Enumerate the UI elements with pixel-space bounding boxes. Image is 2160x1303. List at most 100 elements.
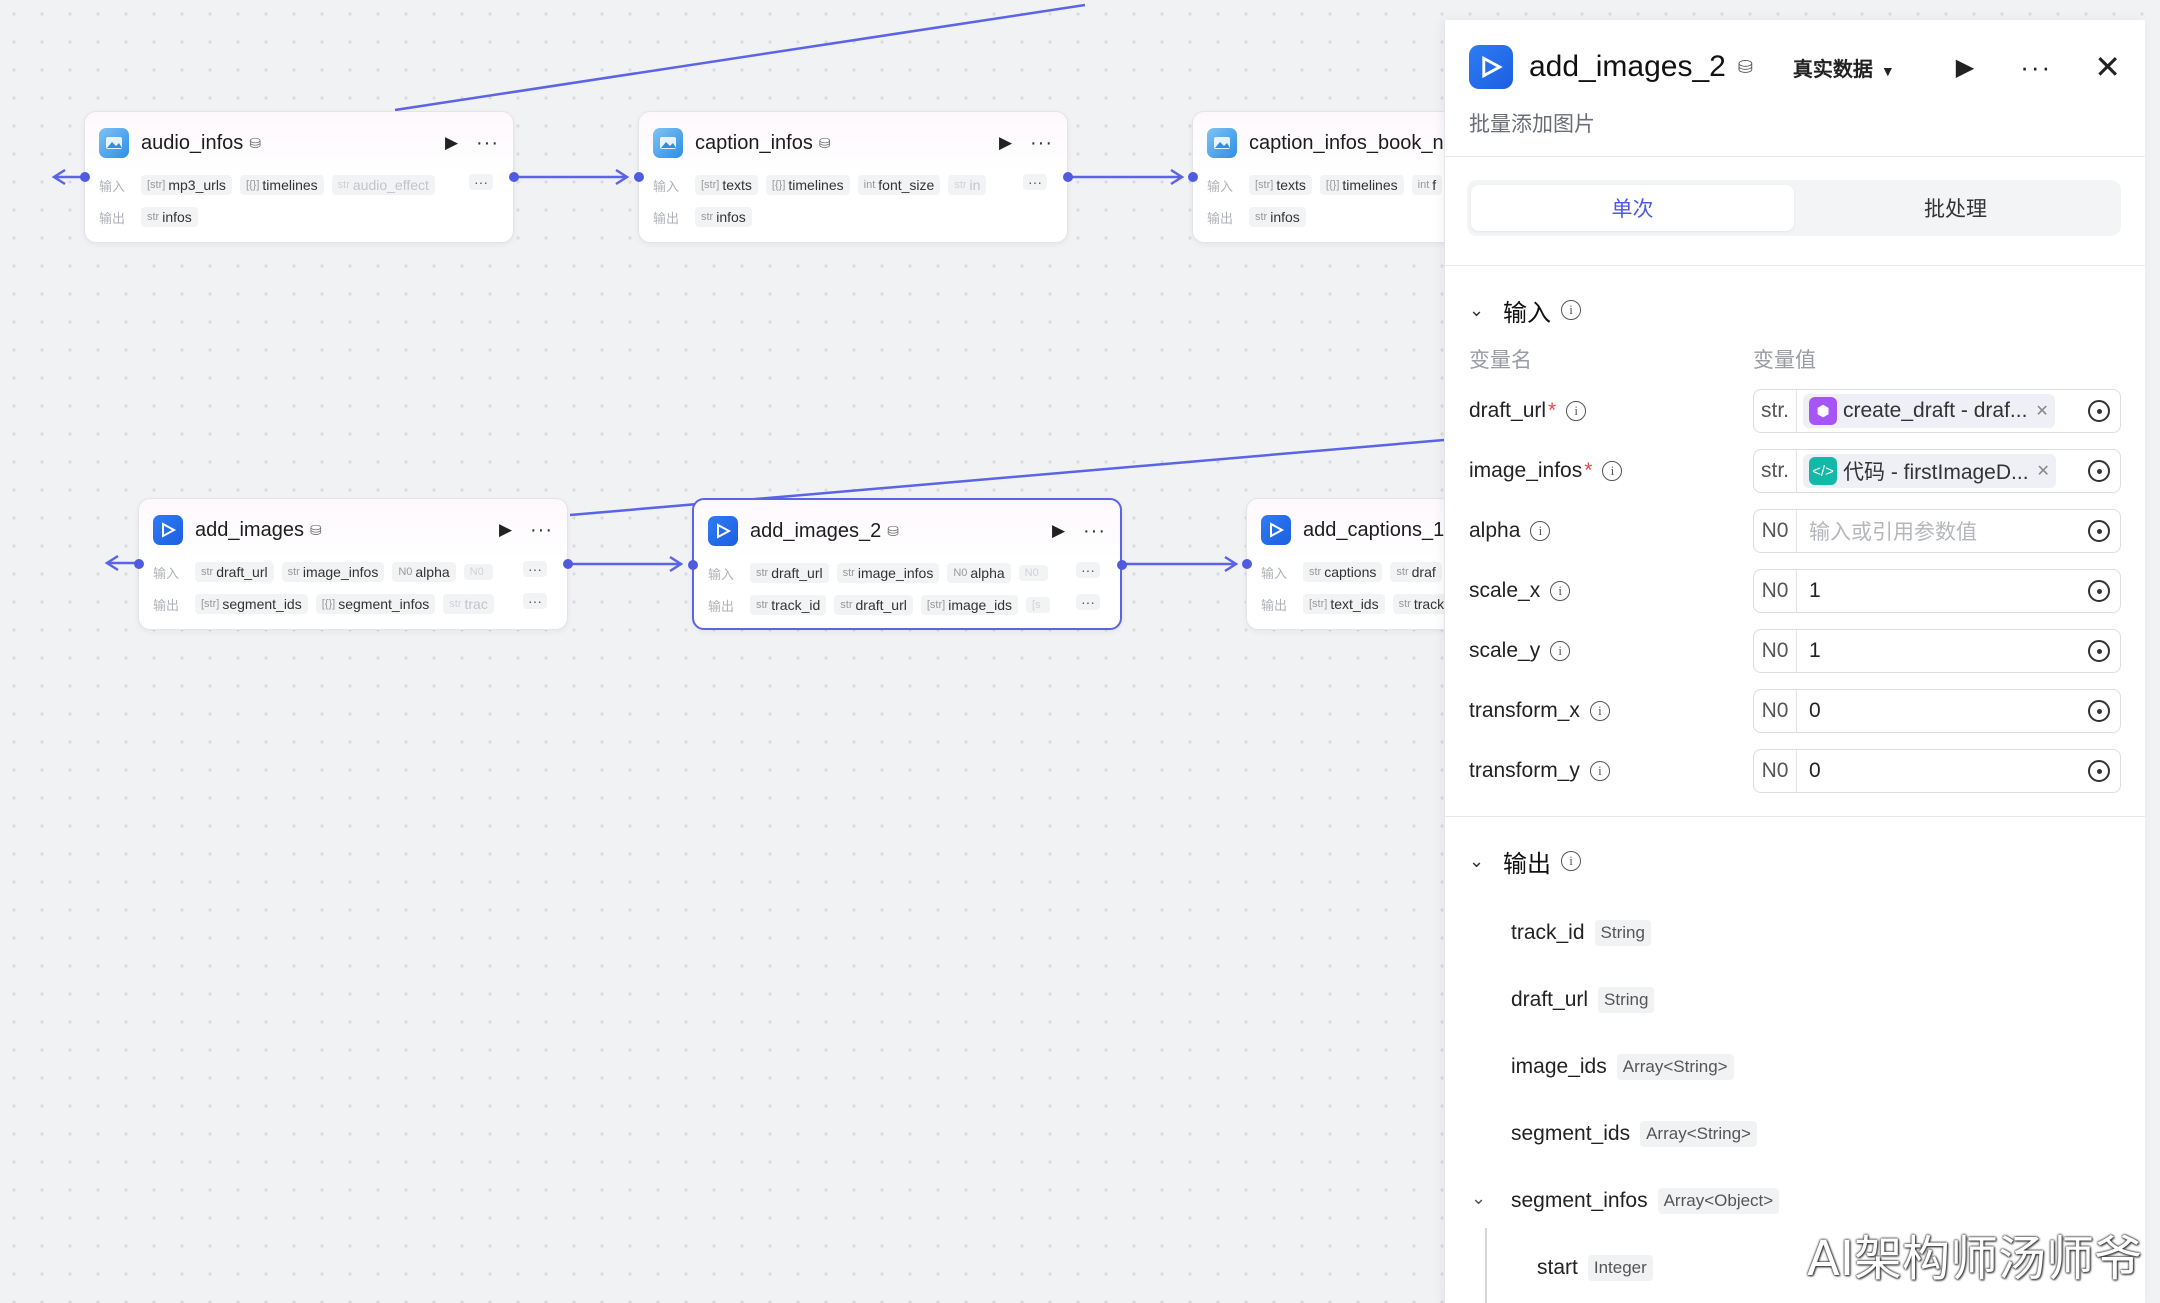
reference-chip[interactable]: ⬢ create_draft - draf... ✕ bbox=[1803, 394, 2055, 428]
output-port[interactable] bbox=[1117, 560, 1127, 570]
info-icon[interactable]: i bbox=[1602, 461, 1623, 481]
type-badge: Integer bbox=[1587, 1255, 1653, 1281]
run-test-icon[interactable]: ▶ bbox=[1955, 53, 1975, 81]
input-port[interactable] bbox=[1188, 172, 1198, 182]
reference-variable-icon[interactable] bbox=[2088, 460, 2110, 482]
type-badge: Array<String> bbox=[1616, 1054, 1734, 1080]
info-icon[interactable]: i bbox=[1561, 300, 1581, 320]
alpha-input[interactable]: 输入或引用参数值 bbox=[1809, 521, 1977, 544]
row-more-icon[interactable]: ··· bbox=[1076, 562, 1100, 578]
info-icon[interactable]: i bbox=[1589, 761, 1610, 781]
scale-x-input[interactable]: 1 bbox=[1809, 579, 1821, 602]
output-item: segment_ids Array<String> bbox=[1511, 1116, 1757, 1152]
input-port[interactable] bbox=[688, 560, 698, 570]
transform-x-input[interactable]: 0 bbox=[1809, 699, 1821, 722]
type-selector[interactable]: N0 bbox=[1754, 570, 1797, 612]
transform-y-field[interactable]: N0 0 bbox=[1753, 749, 2121, 793]
output-row-label: 输出 bbox=[708, 598, 735, 614]
scale-y-input[interactable]: 1 bbox=[1809, 639, 1821, 662]
run-node-icon[interactable]: ▶ bbox=[498, 520, 513, 539]
watermark: AI架构师汤师爷 bbox=[1807, 1231, 2142, 1287]
data-mode-dropdown[interactable]: 真实数据▼ bbox=[1792, 58, 1895, 81]
transform-x-field[interactable]: N0 0 bbox=[1753, 689, 2121, 733]
input-row-image-infos: image_infos*i str. </> 代码 - firstImageD.… bbox=[1469, 449, 2121, 493]
type-selector[interactable]: N0 bbox=[1754, 630, 1797, 672]
info-icon[interactable]: i bbox=[1530, 521, 1551, 541]
output-port[interactable] bbox=[1063, 172, 1073, 182]
input-port[interactable] bbox=[80, 172, 90, 182]
info-icon[interactable]: i bbox=[1550, 581, 1571, 601]
type-selector[interactable]: str. bbox=[1754, 450, 1797, 492]
node-audio-infos[interactable]: audio_infos ⛁ ▶ ··· 输入 [str]mp3_urls [{}… bbox=[80, 111, 519, 243]
param-tag: [{}]segment_infos bbox=[315, 594, 436, 614]
more-icon[interactable]: ··· bbox=[1083, 519, 1106, 542]
remove-ref-icon[interactable]: ✕ bbox=[2035, 403, 2049, 420]
param-tag: [str]texts bbox=[1249, 175, 1312, 195]
reference-variable-icon[interactable] bbox=[2088, 400, 2110, 422]
type-selector[interactable]: N0 bbox=[1754, 510, 1797, 552]
scale-y-field[interactable]: N0 1 bbox=[1753, 629, 2121, 673]
more-icon[interactable]: ··· bbox=[476, 131, 499, 154]
transform-y-input[interactable]: 0 bbox=[1809, 759, 1821, 782]
more-icon[interactable]: ··· bbox=[1030, 131, 1053, 154]
input-section-header[interactable]: ⌄ 输入 i bbox=[1469, 292, 1581, 328]
alpha-field[interactable]: N0 输入或引用参数值 bbox=[1753, 509, 2121, 553]
output-item[interactable]: segment_infos Array<Object> bbox=[1511, 1183, 1780, 1219]
output-port[interactable] bbox=[509, 172, 519, 182]
run-node-icon[interactable]: ▶ bbox=[1051, 521, 1066, 540]
row-more-icon[interactable]: ··· bbox=[523, 561, 547, 577]
reference-variable-icon[interactable] bbox=[2088, 520, 2110, 542]
output-port[interactable] bbox=[563, 559, 573, 569]
more-icon[interactable]: ··· bbox=[2020, 51, 2053, 82]
input-row-label: 输入 bbox=[653, 178, 680, 194]
type-selector[interactable]: str. bbox=[1754, 390, 1797, 432]
info-icon[interactable]: i bbox=[1566, 401, 1587, 421]
node-caption-infos[interactable]: caption_infos ⛁ ▶ ··· 输入 [str]texts [{}]… bbox=[634, 111, 1073, 243]
type-selector[interactable]: N0 bbox=[1754, 690, 1797, 732]
type-selector[interactable]: N0 bbox=[1754, 750, 1797, 792]
reference-chip[interactable]: </> 代码 - firstImageD... ✕ bbox=[1803, 454, 2056, 488]
node-image-icon bbox=[653, 128, 683, 158]
info-icon[interactable]: i bbox=[1550, 641, 1571, 661]
close-icon[interactable]: ✕ bbox=[2094, 49, 2121, 85]
image-infos-field[interactable]: str. </> 代码 - firstImageD... ✕ bbox=[1753, 449, 2121, 493]
tab-single[interactable]: 单次 bbox=[1471, 185, 1794, 231]
chevron-down-icon[interactable]: ⌄ bbox=[1469, 850, 1485, 871]
run-node-icon[interactable]: ▶ bbox=[998, 133, 1013, 152]
row-more-icon[interactable]: ··· bbox=[1076, 594, 1100, 610]
output-section-header[interactable]: ⌄ 输出 i bbox=[1469, 843, 1581, 879]
tab-batch[interactable]: 批处理 bbox=[1924, 198, 1987, 221]
caret-down-icon: ▼ bbox=[1880, 62, 1895, 79]
input-port[interactable] bbox=[634, 172, 644, 182]
row-more-icon[interactable]: ··· bbox=[1023, 174, 1047, 190]
input-port[interactable] bbox=[1242, 559, 1252, 569]
scale-x-field[interactable]: N0 1 bbox=[1753, 569, 2121, 613]
row-more-icon[interactable]: ··· bbox=[469, 174, 493, 190]
reference-variable-icon[interactable] bbox=[2088, 760, 2110, 782]
info-icon[interactable]: i bbox=[1561, 851, 1581, 871]
chevron-down-icon[interactable]: ⌄ bbox=[1469, 299, 1485, 320]
more-icon[interactable]: ··· bbox=[530, 518, 553, 541]
input-port[interactable] bbox=[134, 559, 144, 569]
reference-variable-icon[interactable] bbox=[2088, 580, 2110, 602]
remove-ref-icon[interactable]: ✕ bbox=[2036, 463, 2050, 480]
reference-variable-icon[interactable] bbox=[2088, 640, 2110, 662]
row-more-icon[interactable]: ··· bbox=[523, 593, 547, 609]
draft-url-field[interactable]: str. ⬢ create_draft - draf... ✕ bbox=[1753, 389, 2121, 433]
run-node-icon[interactable]: ▶ bbox=[444, 133, 459, 152]
reference-variable-icon[interactable] bbox=[2088, 700, 2110, 722]
chevron-down-icon[interactable]: ⌄ bbox=[1471, 1188, 1487, 1208]
node-image-icon bbox=[1207, 128, 1237, 158]
info-icon[interactable]: i bbox=[1589, 701, 1610, 721]
edge-audio-to-caption-arrow bbox=[615, 168, 630, 186]
